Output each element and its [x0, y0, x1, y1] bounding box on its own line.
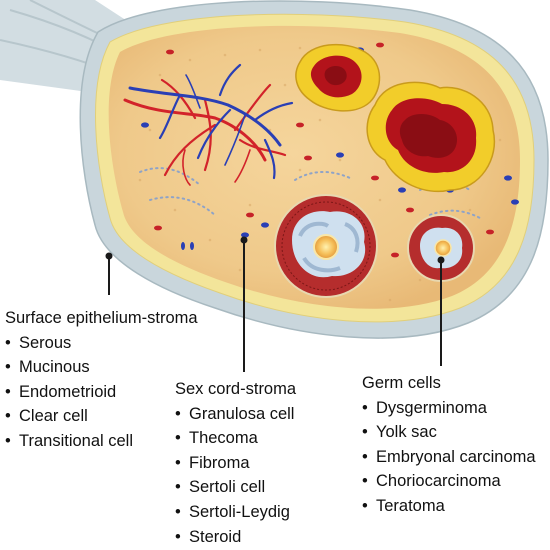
small-follicle [407, 214, 475, 282]
list-item: Mucinous [5, 355, 198, 380]
list-item: Teratoma [362, 494, 536, 519]
tumor-list: Granulosa cell Thecoma Fibroma Sertoli c… [175, 402, 296, 550]
germ-cells-group: Germ cells Dysgerminoma Yolk sac Embryon… [362, 371, 536, 519]
list-item: Endometrioid [5, 380, 198, 405]
list-item: Fibroma [175, 451, 296, 476]
group-heading: Surface epithelium-stroma [5, 309, 198, 327]
pointer-lines [105, 236, 445, 372]
list-item: Clear cell [5, 404, 198, 429]
list-item: Serous [5, 331, 198, 356]
list-item: Choriocarcinoma [362, 469, 536, 494]
corpus-luteum-small [295, 43, 381, 112]
sex-cord-stroma-group: Sex cord-stroma Granulosa cell Thecoma F… [175, 377, 296, 549]
tumor-list: Serous Mucinous Endometrioid Clear cell … [5, 331, 198, 454]
group-heading: Germ cells [362, 374, 441, 392]
tumor-list: Dysgerminoma Yolk sac Embryonal carcinom… [362, 396, 536, 519]
list-item: Granulosa cell [175, 402, 296, 427]
list-item: Thecoma [175, 426, 296, 451]
surface-epithelium-stroma-group: Surface epithelium-stroma Serous Mucinou… [5, 306, 198, 454]
group-heading: Sex cord-stroma [175, 380, 297, 398]
large-follicle [274, 194, 378, 298]
list-item: Embryonal carcinoma [362, 445, 536, 470]
list-item: Steroid [175, 525, 296, 550]
stroma-texture [138, 46, 502, 302]
list-item: Sertoli-Leydig [175, 500, 296, 525]
list-item: Transitional cell [5, 429, 198, 454]
list-item: Yolk sac [362, 420, 536, 445]
blood-vessels [123, 63, 294, 186]
corpus-luteum-large [366, 81, 496, 193]
list-item: Dysgerminoma [362, 396, 536, 421]
list-item: Sertoli cell [175, 475, 296, 500]
